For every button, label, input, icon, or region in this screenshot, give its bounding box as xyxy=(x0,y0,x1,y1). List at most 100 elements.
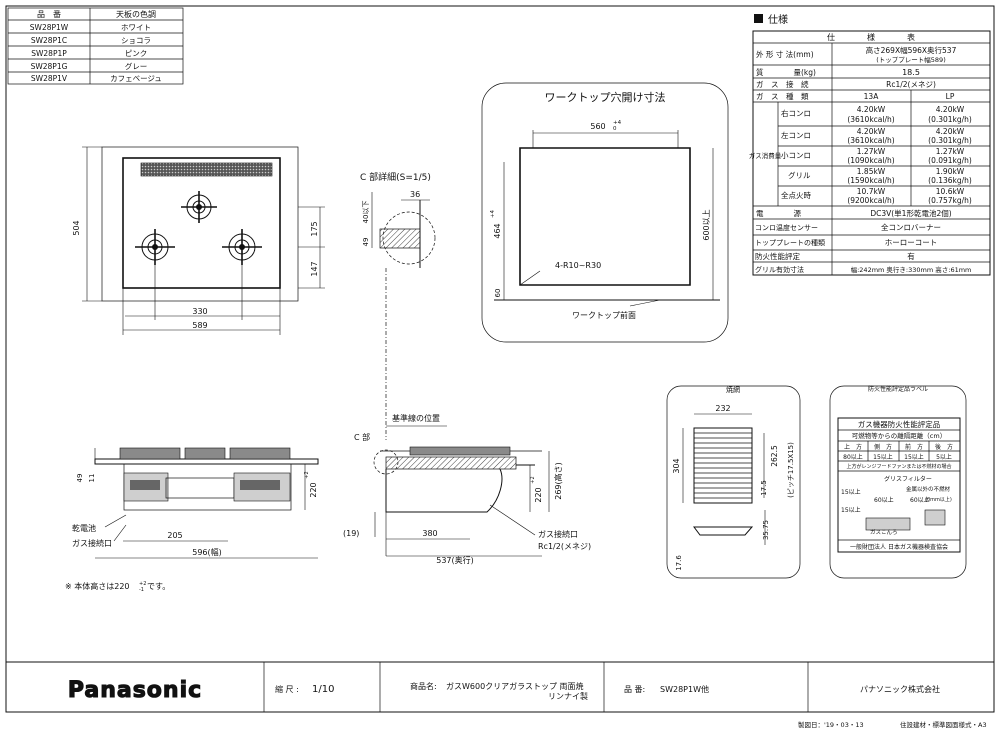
fire-val: 5以上 xyxy=(936,453,952,461)
consumption-lp-kg: (0.757kg/h) xyxy=(928,196,972,205)
cutout-d560-tol2: 0 xyxy=(613,126,617,132)
burner-right-icon xyxy=(222,229,262,265)
spec-header: 仕 様 表 xyxy=(827,32,915,42)
grate-d304: 304 xyxy=(672,458,681,473)
scale-label: 縮 尺 : xyxy=(275,684,299,694)
consumption-13a-kcal: (1590kcal/h) xyxy=(847,176,894,185)
cutout-d60: 60 xyxy=(494,289,502,298)
fire-grease: グリスフィルター xyxy=(884,475,932,483)
spec-gas-conn-value: Rc1/2(メネジ) xyxy=(886,80,936,89)
front-battery: 乾電池 xyxy=(72,523,96,533)
consumption-13a: 4.20kW xyxy=(857,127,886,136)
side-gas-port: ガス接続口 xyxy=(538,529,578,539)
cutout-view: ワークトップ穴開け寸法 560 +4 0 464 +4 600以上 60 4-R… xyxy=(481,82,729,343)
front-d49: 49 xyxy=(76,474,84,483)
consumption-lp: 1.27kW xyxy=(936,147,965,156)
side-d380: 380 xyxy=(422,529,437,538)
grate-view: 焼網 232 304 262.5 17.5 (ピッチ17.5X15) 35.75… xyxy=(666,385,801,579)
scale-value: 1/10 xyxy=(312,684,334,695)
product-label: 商品名: xyxy=(410,681,437,691)
sheet-border xyxy=(5,5,995,713)
side-d220-tol: +2 xyxy=(530,476,536,483)
front-gas-port: ガス接続口 xyxy=(72,538,112,548)
front-view: 49 11 220 +2 205 596(幅) 乾電池 ガス接続口 xyxy=(72,447,319,559)
trivet-icon xyxy=(119,447,291,460)
spec-gas-13a: 13A xyxy=(864,92,880,101)
front-d220: 220 xyxy=(309,482,318,497)
front-d596: 596(幅) xyxy=(192,547,222,557)
color-table: 品 番 天板の色調 SW28P1W ホワイト SW28P1C ショコラ SW28… xyxy=(7,7,184,85)
fire-metal: 金属以外の不燃材 xyxy=(906,485,951,493)
title-block: Panasonic 縮 尺 : 1/10 商品名: ガスW600クリアガラストッ… xyxy=(6,661,994,713)
color-table-header-color: 天板の色調 xyxy=(116,9,156,19)
grate-title: 焼網 xyxy=(726,385,740,394)
cutout-d560: 560 xyxy=(590,122,605,131)
c-detail-title: C 部詳細(S=1/5) xyxy=(360,171,431,183)
side-c-part: C 部 xyxy=(354,432,370,442)
grate-d3575: 35.75 xyxy=(762,520,770,540)
consumption-13a-kcal: (3610kcal/h) xyxy=(847,115,894,124)
cutout-radius: 4-R10~R30 xyxy=(555,261,601,270)
cutout-border xyxy=(481,82,729,343)
fire-label-inner-title: ガス機器防火性能評定品 xyxy=(858,419,941,429)
product-value: ガスW600クリアガラストップ 両面焼 xyxy=(446,681,584,691)
fire-label-title: 防火性能評定品ラベル xyxy=(868,385,928,393)
spec-grill-value: 幅:242mm 奥行き:330mm 高さ:61mm xyxy=(851,265,972,274)
consumption-13a: 1.27kW xyxy=(857,147,886,156)
spec-consumption-label: ガス消費量 xyxy=(749,151,782,160)
color-row-color: ショコラ xyxy=(121,36,151,45)
consumption-lp-kg: (0.301kg/h) xyxy=(928,136,972,145)
front-d205: 205 xyxy=(167,531,182,540)
dim-330: 330 xyxy=(192,307,207,316)
draft-date: 製図日：'19・03・13 xyxy=(798,720,864,729)
consumption-13a: 1.85kW xyxy=(857,167,886,176)
grate-d175: 17.5 xyxy=(760,480,768,496)
consumption-lp-kg: (0.301kg/h) xyxy=(928,115,972,124)
consumption-name: 全点火時 xyxy=(781,190,811,200)
spec-fire-value: 有 xyxy=(907,251,915,261)
front-d11: 11 xyxy=(88,474,96,483)
spec-gas-conn-label: ガ ス 接 続 xyxy=(756,79,809,89)
side-view: 基準線の位置 C 部 (19) 380 537(奥行) 220 +2 269(高… xyxy=(343,413,591,565)
consumption-name: 左コンロ xyxy=(781,130,811,140)
dim-175: 175 xyxy=(310,221,319,236)
fire-org: 一般財団法人 日本ガス機器検査協会 xyxy=(850,543,948,551)
fire-m60b: 60以上 xyxy=(910,496,930,504)
consumption-lp-kg: (0.091kg/h) xyxy=(928,156,972,165)
spec-power-label: 電 源 xyxy=(756,209,801,218)
part-value: SW28P1W他 xyxy=(660,684,709,694)
height-note-tail: です。 xyxy=(147,582,170,591)
color-row-part: SW28P1P xyxy=(31,49,67,58)
color-row-color: カフェベージュ xyxy=(110,74,162,83)
spec-mass-value: 18.5 xyxy=(902,68,920,77)
color-row-color: ピンク xyxy=(125,49,148,58)
consumption-13a: 4.20kW xyxy=(857,105,886,114)
cutout-title: ワークトップ穴開け寸法 xyxy=(545,90,666,104)
cutout-d464-tol: +4 xyxy=(490,209,496,218)
spec-mass-label: 質 量(kg) xyxy=(756,67,816,77)
panasonic-logo: Panasonic xyxy=(68,678,202,703)
spec-grill-label: グリル有効寸法 xyxy=(755,265,804,274)
fire-label: 防火性能評定品ラベル ガス機器防火性能評定品 可燃物等からの離隔距離（cm） 上… xyxy=(829,385,967,579)
fire-gas-conro: ガスこんろ xyxy=(870,528,898,536)
consumption-name: 小コンロ xyxy=(781,151,811,160)
side-gas-thread: Rc1/2(メネジ) xyxy=(538,542,591,551)
fire-label-distance: 可燃物等からの離隔距離（cm） xyxy=(852,431,946,440)
fire-m60a: 60以上 xyxy=(874,496,894,504)
fire-m15b: 15以上 xyxy=(841,506,861,514)
fire-val: 15以上 xyxy=(873,453,893,461)
consumption-13a-kcal: (3610kcal/h) xyxy=(847,136,894,145)
color-row-color: ホワイト xyxy=(121,23,151,32)
spec-plate-label: トッププレートの種類 xyxy=(755,238,825,247)
dim-504: 504 xyxy=(72,220,81,235)
c-detail: C 部詳細(S=1/5) 40以下 36 49 xyxy=(360,171,436,440)
spec-fire-label: 防火性能評定 xyxy=(755,251,800,261)
spec-sensor-label: コンロ温度センサー xyxy=(755,223,818,232)
fire-col: 側 方 xyxy=(874,443,892,451)
grate-pitch: (ピッチ17.5X15) xyxy=(787,442,795,498)
consumption-lp: 1.90kW xyxy=(936,167,965,176)
grate-d232: 232 xyxy=(715,404,730,413)
c-detail-d49: 49 xyxy=(362,238,370,247)
burner-left-icon xyxy=(135,229,175,265)
side-ref-line: 基準線の位置 xyxy=(392,413,440,423)
